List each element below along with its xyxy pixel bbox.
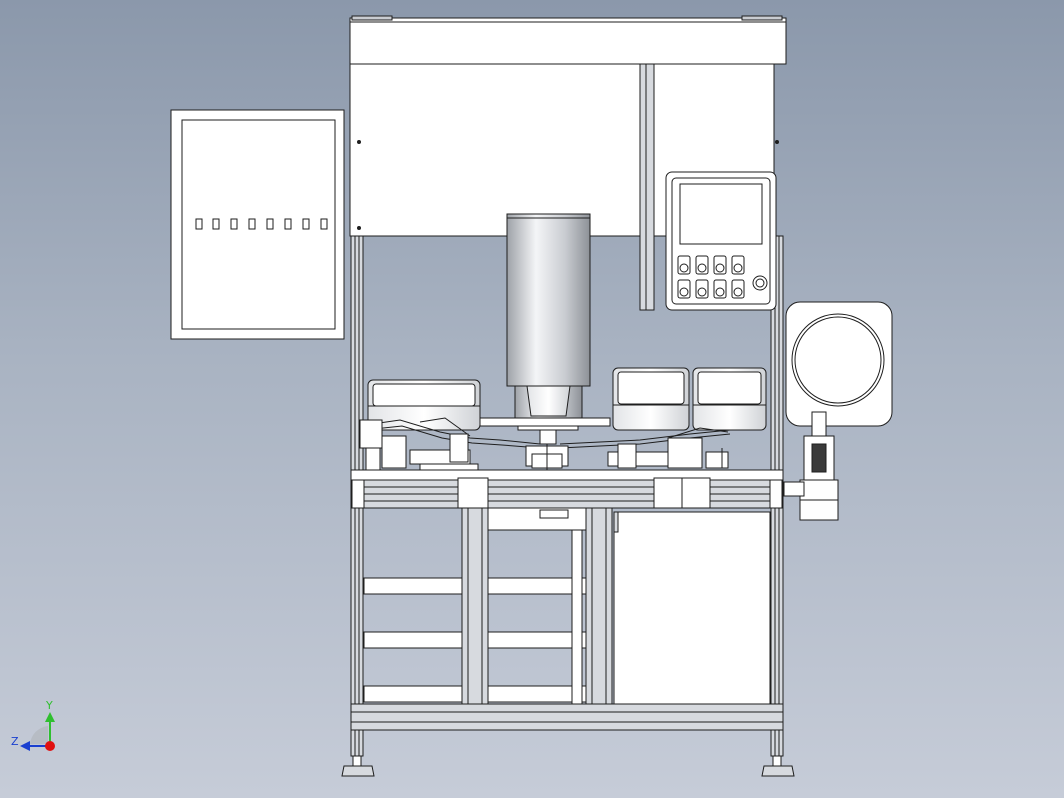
- upper-panel: [349, 63, 779, 311]
- feeder-left: [367, 379, 481, 431]
- z-axis-label: Z: [11, 735, 19, 748]
- hmi-panel: [665, 171, 777, 311]
- fixture-center: [525, 444, 569, 470]
- lower-door: [613, 511, 771, 705]
- leveling-feet: [341, 755, 795, 777]
- cabinet-breakers: [195, 218, 328, 230]
- feed-tracks: [364, 417, 731, 449]
- electrical-cabinet: [170, 109, 345, 340]
- lower-frame: [350, 507, 784, 731]
- feeder-right: [692, 367, 767, 431]
- top-beam: [349, 15, 787, 65]
- y-axis-label: Y: [46, 699, 53, 712]
- work-table: [350, 469, 784, 509]
- hmi-buttons: [677, 255, 768, 299]
- z-axis-arrow: [20, 741, 30, 751]
- feeder-middle: [612, 367, 690, 431]
- y-axis-arrow: [45, 712, 55, 722]
- triad-origin: [45, 741, 55, 751]
- hmi-screen: [679, 183, 763, 245]
- triad-arc: [30, 726, 48, 744]
- central-hopper: [506, 213, 591, 445]
- fixture-left: [359, 419, 479, 471]
- fixture-right: [607, 437, 729, 469]
- side-feeder: [783, 301, 893, 521]
